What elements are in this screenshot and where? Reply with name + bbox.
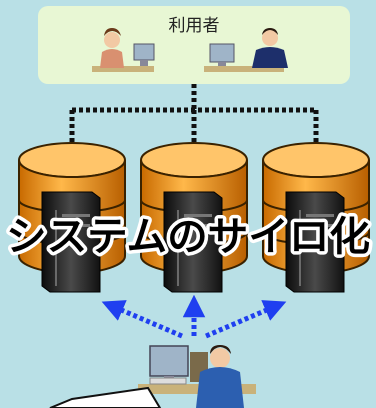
server-icon xyxy=(41,191,101,293)
admin-connectors xyxy=(101,294,287,339)
admin-arrow-right xyxy=(205,300,287,339)
user-box-label: 利用者 xyxy=(169,16,220,36)
user-woman-at-computer-icon xyxy=(92,28,155,72)
speech-bubble xyxy=(49,386,162,408)
silo-title: システムのサイロ化 xyxy=(6,214,370,260)
user-man-at-computer-icon xyxy=(204,28,288,72)
admin-at-computer-icon xyxy=(138,345,256,408)
admin-arrow-left xyxy=(101,300,183,339)
user-box: 利用者 xyxy=(38,6,350,84)
server-icon xyxy=(285,191,345,293)
server-icon xyxy=(163,191,223,293)
